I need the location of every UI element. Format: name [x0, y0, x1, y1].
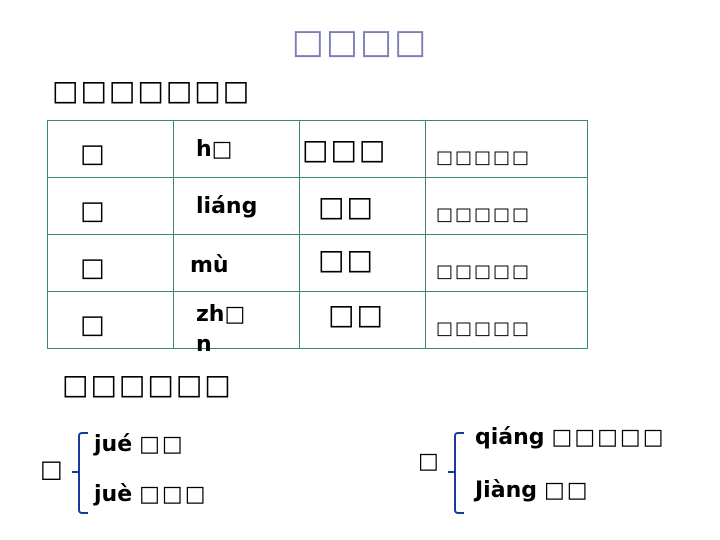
section-heading-polyphonic: □□□□□□ [62, 368, 233, 401]
reading-item: jué □□ [94, 432, 185, 457]
char-cell: □ [47, 234, 174, 292]
reading-gloss: □□□□□ [551, 425, 666, 450]
word: □□□ [302, 133, 388, 166]
pinyin: zh□n [196, 302, 246, 357]
reading-item: Jiàng □□ [475, 478, 590, 503]
reading-pinyin: qiáng [475, 425, 545, 450]
pinyin: liáng [196, 194, 258, 219]
reading-pinyin: jué [94, 432, 133, 457]
table-row: □ h□ □□□ □□□□□ [47, 120, 588, 178]
char-cell: □ [47, 291, 174, 349]
phrase-cell: □□□□□ [425, 291, 588, 349]
hanzi: □ [80, 253, 105, 283]
word: □□ [328, 298, 385, 331]
polyphonic-char: □ [418, 449, 439, 474]
brace-icon [78, 432, 88, 514]
pinyin: mù [190, 253, 229, 278]
table-row: □ zh□n □□ □□□□□ [47, 291, 588, 357]
word-cell: □□□ [299, 120, 426, 178]
phrase: □□□□□ [436, 204, 532, 225]
table-row: □ mù □□ □□□□□ [47, 234, 588, 292]
table-row: □ liáng □□ □□□□□ [47, 177, 588, 235]
reading-item: juè □□□ [94, 482, 207, 507]
phrase-cell: □□□□□ [425, 234, 588, 292]
brace-icon [454, 432, 464, 514]
word-cell: □□ [299, 234, 426, 292]
hanzi: □ [80, 139, 105, 169]
slide-title: □□□□ [291, 22, 429, 62]
pinyin: h□ [196, 137, 233, 162]
reading-item: qiáng □□□□□ [475, 425, 665, 450]
phrase-cell: □□□□□ [425, 120, 588, 178]
polyphonic-char: □ [40, 455, 63, 483]
hanzi: □ [80, 196, 105, 226]
pinyin-cell: zh□n [173, 291, 300, 357]
reading-pinyin: juè [94, 482, 133, 507]
pinyin-cell: mù [173, 234, 300, 292]
section-heading-vocabulary: □□□□□□□ [52, 74, 252, 107]
brace-notch-icon [72, 471, 78, 473]
word-cell: □□ [299, 291, 426, 349]
phrase: □□□□□ [436, 261, 532, 282]
brace-notch-icon [448, 471, 454, 473]
hanzi: □ [80, 310, 105, 340]
char-cell: □ [47, 177, 174, 235]
reading-gloss: □□□ [139, 482, 208, 507]
phrase: □□□□□ [436, 147, 532, 168]
reading-pinyin: Jiàng [475, 478, 537, 503]
word-cell: □□ [299, 177, 426, 235]
word: □□ [318, 243, 375, 276]
char-cell: □ [47, 120, 174, 178]
pinyin-cell: liáng [173, 177, 300, 235]
word: □□ [318, 190, 375, 223]
reading-gloss: □□ [139, 432, 185, 457]
reading-gloss: □□ [543, 478, 590, 503]
phrase: □□□□□ [436, 318, 532, 339]
phrase-cell: □□□□□ [425, 177, 588, 235]
pinyin-cell: h□ [173, 120, 300, 178]
vocabulary-table: □ h□ □□□ □□□□□ □ liáng □□ □□□□□ □ mù □□ … [47, 120, 588, 357]
